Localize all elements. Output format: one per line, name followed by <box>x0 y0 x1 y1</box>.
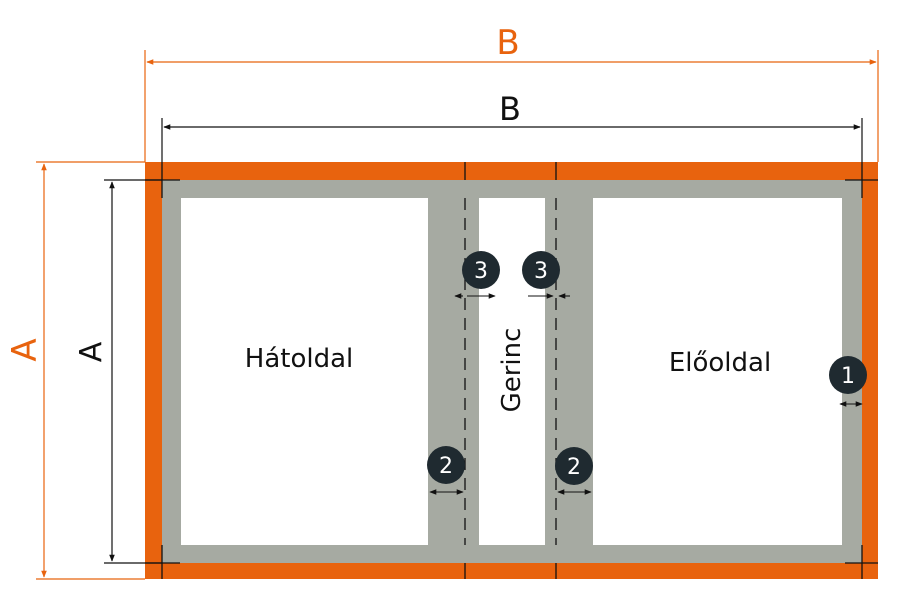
inner-width-label: B <box>499 90 521 128</box>
front-panel <box>593 198 842 545</box>
marker-spine-left: 3 <box>462 251 500 289</box>
marker-fold-right: 2 <box>555 447 593 485</box>
outer-width-label: B <box>496 23 519 63</box>
svg-text:3: 3 <box>534 259 548 284</box>
outer-width-dimension <box>144 50 879 162</box>
outer-height-dimension <box>36 161 145 580</box>
marker-edge: 1 <box>829 356 867 394</box>
svg-text:1: 1 <box>841 364 855 389</box>
back-panel-label: Hátoldal <box>245 344 353 374</box>
front-panel-label: Előoldal <box>669 348 771 378</box>
svg-text:3: 3 <box>474 259 488 284</box>
marker-fold-left: 2 <box>427 446 465 484</box>
inner-height-dimension <box>104 179 162 564</box>
marker-spine-right: 3 <box>522 251 560 289</box>
measurement-arrows <box>429 293 863 495</box>
back-panel <box>181 198 428 545</box>
svg-text:2: 2 <box>567 455 581 480</box>
inner-width-dimension <box>161 118 863 162</box>
outer-height-label: A <box>5 338 45 361</box>
svg-text:2: 2 <box>439 454 453 479</box>
inner-height-label: A <box>74 341 109 362</box>
spine-label: Gerinc <box>497 328 527 413</box>
